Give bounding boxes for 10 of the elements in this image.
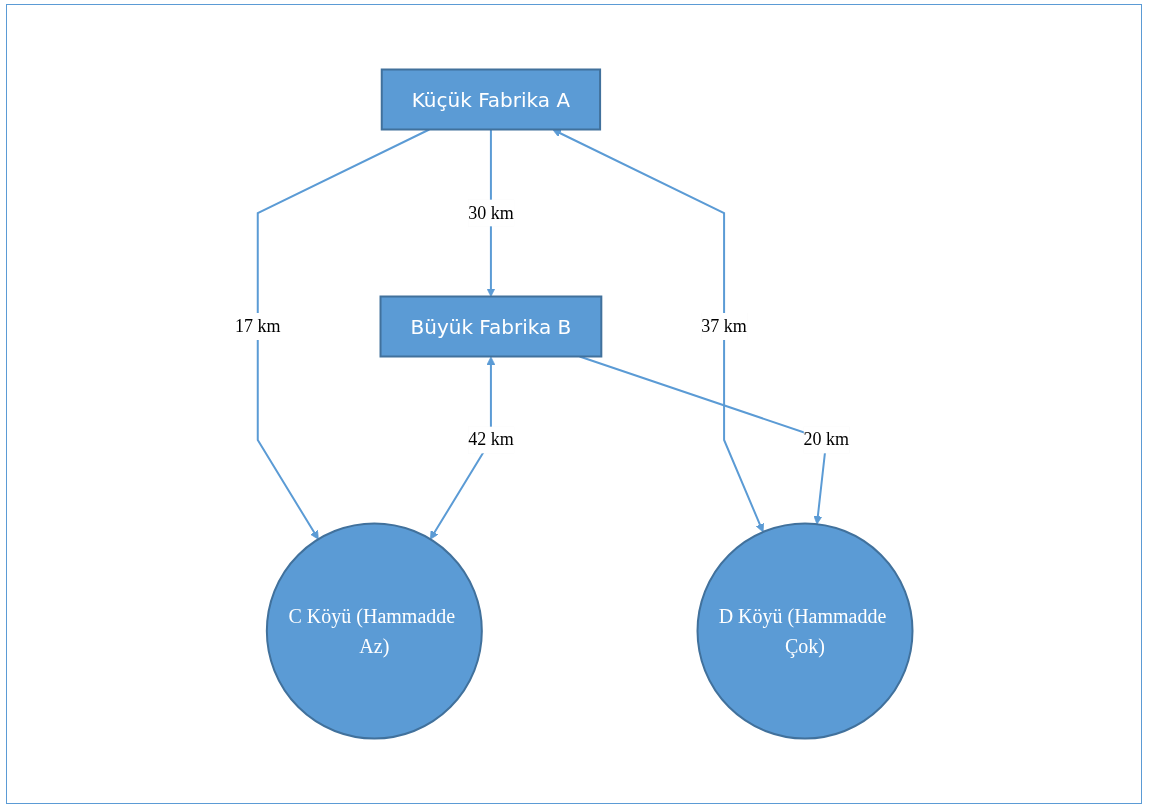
arrow	[552, 129, 765, 533]
edge-label: 30 km	[468, 202, 514, 223]
edge-label: 37 km	[701, 316, 748, 336]
node-box: Küçük Fabrika A	[381, 68, 602, 131]
node-circle: D Köyü (Hammadde Çok)	[696, 522, 914, 740]
edge-label: 20 km	[803, 429, 850, 450]
node-box: Büyük Fabrika B	[379, 295, 603, 358]
node-circle: C Köyü (Hammadde Az)	[266, 522, 484, 740]
edge-label: 42 km	[468, 429, 514, 450]
edge-label: 17 km	[235, 316, 281, 336]
